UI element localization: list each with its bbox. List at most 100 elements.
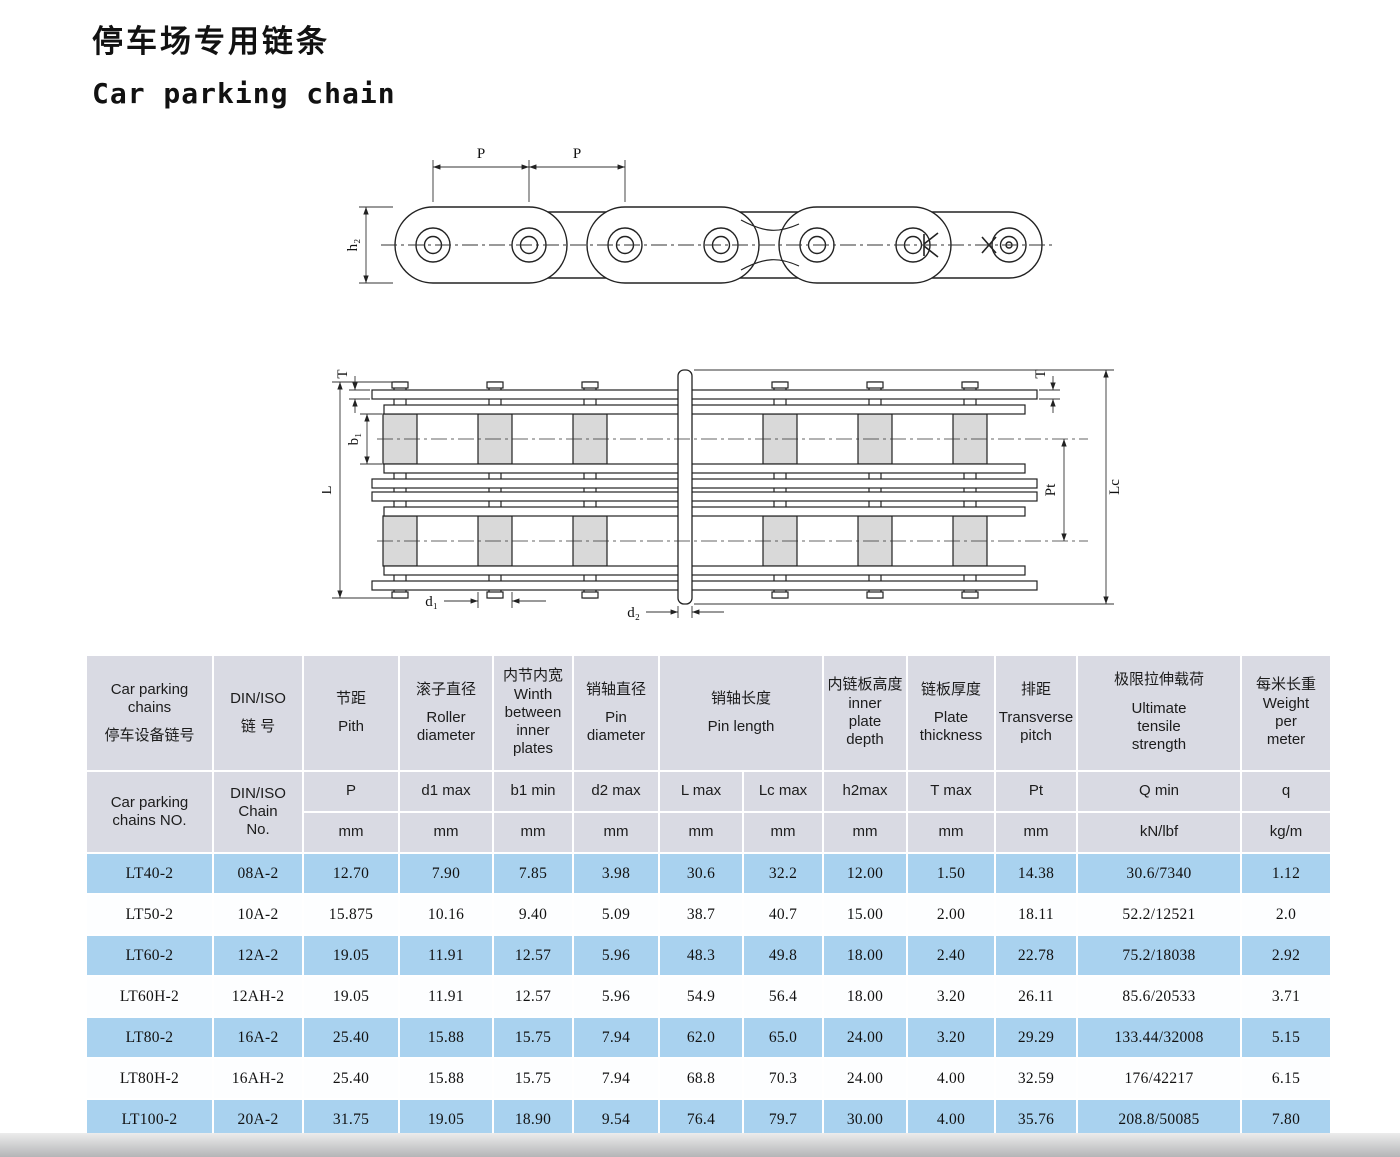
- value-cell: 3.71: [1240, 975, 1332, 1018]
- value-cell: 15.875: [302, 893, 400, 936]
- section-view-svg: L b₁ T T Pt Lc d₁ d₂: [319, 369, 1123, 621]
- value-cell: 85.6/20533: [1076, 975, 1242, 1018]
- value-cell: 2.92: [1240, 934, 1332, 977]
- connecting-pin: [677, 369, 693, 605]
- value-cell: 49.8: [742, 934, 824, 977]
- value-cell: 10.16: [398, 893, 494, 936]
- unit-cell: kg/m: [1240, 811, 1332, 854]
- value-cell: 12AH-2: [212, 975, 304, 1018]
- unit-cell: mm: [572, 811, 660, 854]
- dim-label-L: L: [322, 485, 335, 494]
- col-header-name-sub: Car parking chains NO.: [85, 770, 214, 854]
- model-cell: LT80-2: [85, 1016, 214, 1059]
- page-title-zh: 停车场专用链条: [92, 24, 330, 60]
- dim-label-p2: P: [573, 146, 581, 162]
- header-din-zh: 链 号: [240, 718, 276, 735]
- value-cell: 7.94: [572, 1016, 660, 1059]
- col-header-transverse-pitch: 排距 Transverse pitch: [994, 654, 1078, 772]
- value-cell: 68.8: [658, 1057, 744, 1100]
- value-cell: 6.15: [1240, 1057, 1332, 1100]
- unit-cell: kN/lbf: [1076, 811, 1242, 854]
- value-cell: 32.2: [742, 852, 824, 895]
- value-cell: 2.40: [906, 934, 996, 977]
- header-name-en: Car parking chains: [110, 680, 189, 716]
- unit-cell: mm: [822, 811, 908, 854]
- value-cell: 75.2/18038: [1076, 934, 1242, 977]
- value-cell: 48.3: [658, 934, 744, 977]
- value-cell: 40.7: [742, 893, 824, 936]
- value-cell: 15.00: [822, 893, 908, 936]
- value-cell: 176/42217: [1076, 1057, 1242, 1100]
- model-cell: LT80H-2: [85, 1057, 214, 1100]
- dim-label-h2: h₂: [345, 239, 361, 252]
- col-header-weight: 每米长重 Weight per meter: [1240, 654, 1332, 772]
- unit-cell: mm: [302, 811, 400, 854]
- value-cell: 2.0: [1240, 893, 1332, 936]
- value-cell: 12.70: [302, 852, 400, 895]
- value-cell: 08A-2: [212, 852, 304, 895]
- header-row-titles: Car parking chains 停车设备链号 DIN/ISO 链 号 节距…: [85, 654, 1332, 772]
- value-cell: 38.7: [658, 893, 744, 936]
- header-row-units: mm mm mm mm mm mm mm mm mm kN/lbf kg/m: [86, 811, 1332, 854]
- col-header-din-sub: DIN/ISO Chain No.: [212, 770, 304, 854]
- value-cell: 7.90: [398, 852, 494, 895]
- unit-cell: mm: [906, 811, 996, 854]
- value-cell: 14.38: [994, 852, 1078, 895]
- value-cell: 2.00: [906, 893, 996, 936]
- value-cell: 25.40: [302, 1016, 400, 1059]
- model-cell: LT60-2: [85, 934, 214, 977]
- unit-cell: mm: [994, 811, 1078, 854]
- model-cell: LT40-2: [85, 852, 214, 895]
- symbol-cell: b1 min: [492, 770, 574, 813]
- value-cell: 25.40: [302, 1057, 400, 1100]
- value-cell: 10A-2: [212, 893, 304, 936]
- dim-label-p1: P: [477, 146, 485, 162]
- value-cell: 15.88: [398, 1016, 494, 1059]
- unit-cell: mm: [658, 811, 744, 854]
- value-cell: 30.6/7340: [1076, 852, 1242, 895]
- dim-label-t-right: T: [1033, 369, 1049, 378]
- value-cell: 15.75: [492, 1016, 574, 1059]
- strand-centerlines: [377, 438, 1088, 542]
- col-header-inner-plate-depth: 内链板高度 inner plate depth: [822, 654, 908, 772]
- symbol-cell: Q min: [1076, 770, 1242, 813]
- value-cell: 12.57: [492, 975, 574, 1018]
- value-cell: 12.00: [822, 852, 908, 895]
- value-cell: 3.98: [572, 852, 660, 895]
- unit-cell: mm: [398, 811, 494, 854]
- symbol-cell: q: [1240, 770, 1332, 813]
- value-cell: 5.09: [572, 893, 660, 936]
- symbol-cell: L max: [658, 770, 744, 813]
- spec-table: Car parking chains 停车设备链号 DIN/ISO 链 号 节距…: [85, 654, 1332, 1141]
- value-cell: 26.11: [994, 975, 1078, 1018]
- value-cell: 133.44/32008: [1076, 1016, 1242, 1059]
- symbol-cell: d2 max: [572, 770, 660, 813]
- value-cell: 24.00: [822, 1057, 908, 1100]
- dim-label-b1: b₁: [346, 433, 362, 446]
- unit-cell: mm: [492, 811, 574, 854]
- value-cell: 18.00: [822, 934, 908, 977]
- value-cell: 11.91: [398, 975, 494, 1018]
- chain-side-view-drawing: P P h₂: [333, 140, 1063, 325]
- value-cell: 18.11: [994, 893, 1078, 936]
- col-header-pin-length: 销轴长度 Pin length: [658, 654, 824, 772]
- value-cell: 30.6: [658, 852, 744, 895]
- value-cell: 24.00: [822, 1016, 908, 1059]
- model-cell: LT60H-2: [85, 975, 214, 1018]
- page-title-en: Car parking chain: [92, 77, 396, 110]
- dimension-lines: [332, 369, 1114, 618]
- value-cell: 56.4: [742, 975, 824, 1018]
- value-cell: 11.91: [398, 934, 494, 977]
- value-cell: 29.29: [994, 1016, 1078, 1059]
- col-header-roller-diameter: 滚子直径 Roller diameter: [398, 654, 494, 772]
- value-cell: 22.78: [994, 934, 1078, 977]
- value-cell: 1.50: [906, 852, 996, 895]
- dim-label-d1: d₁: [425, 594, 438, 610]
